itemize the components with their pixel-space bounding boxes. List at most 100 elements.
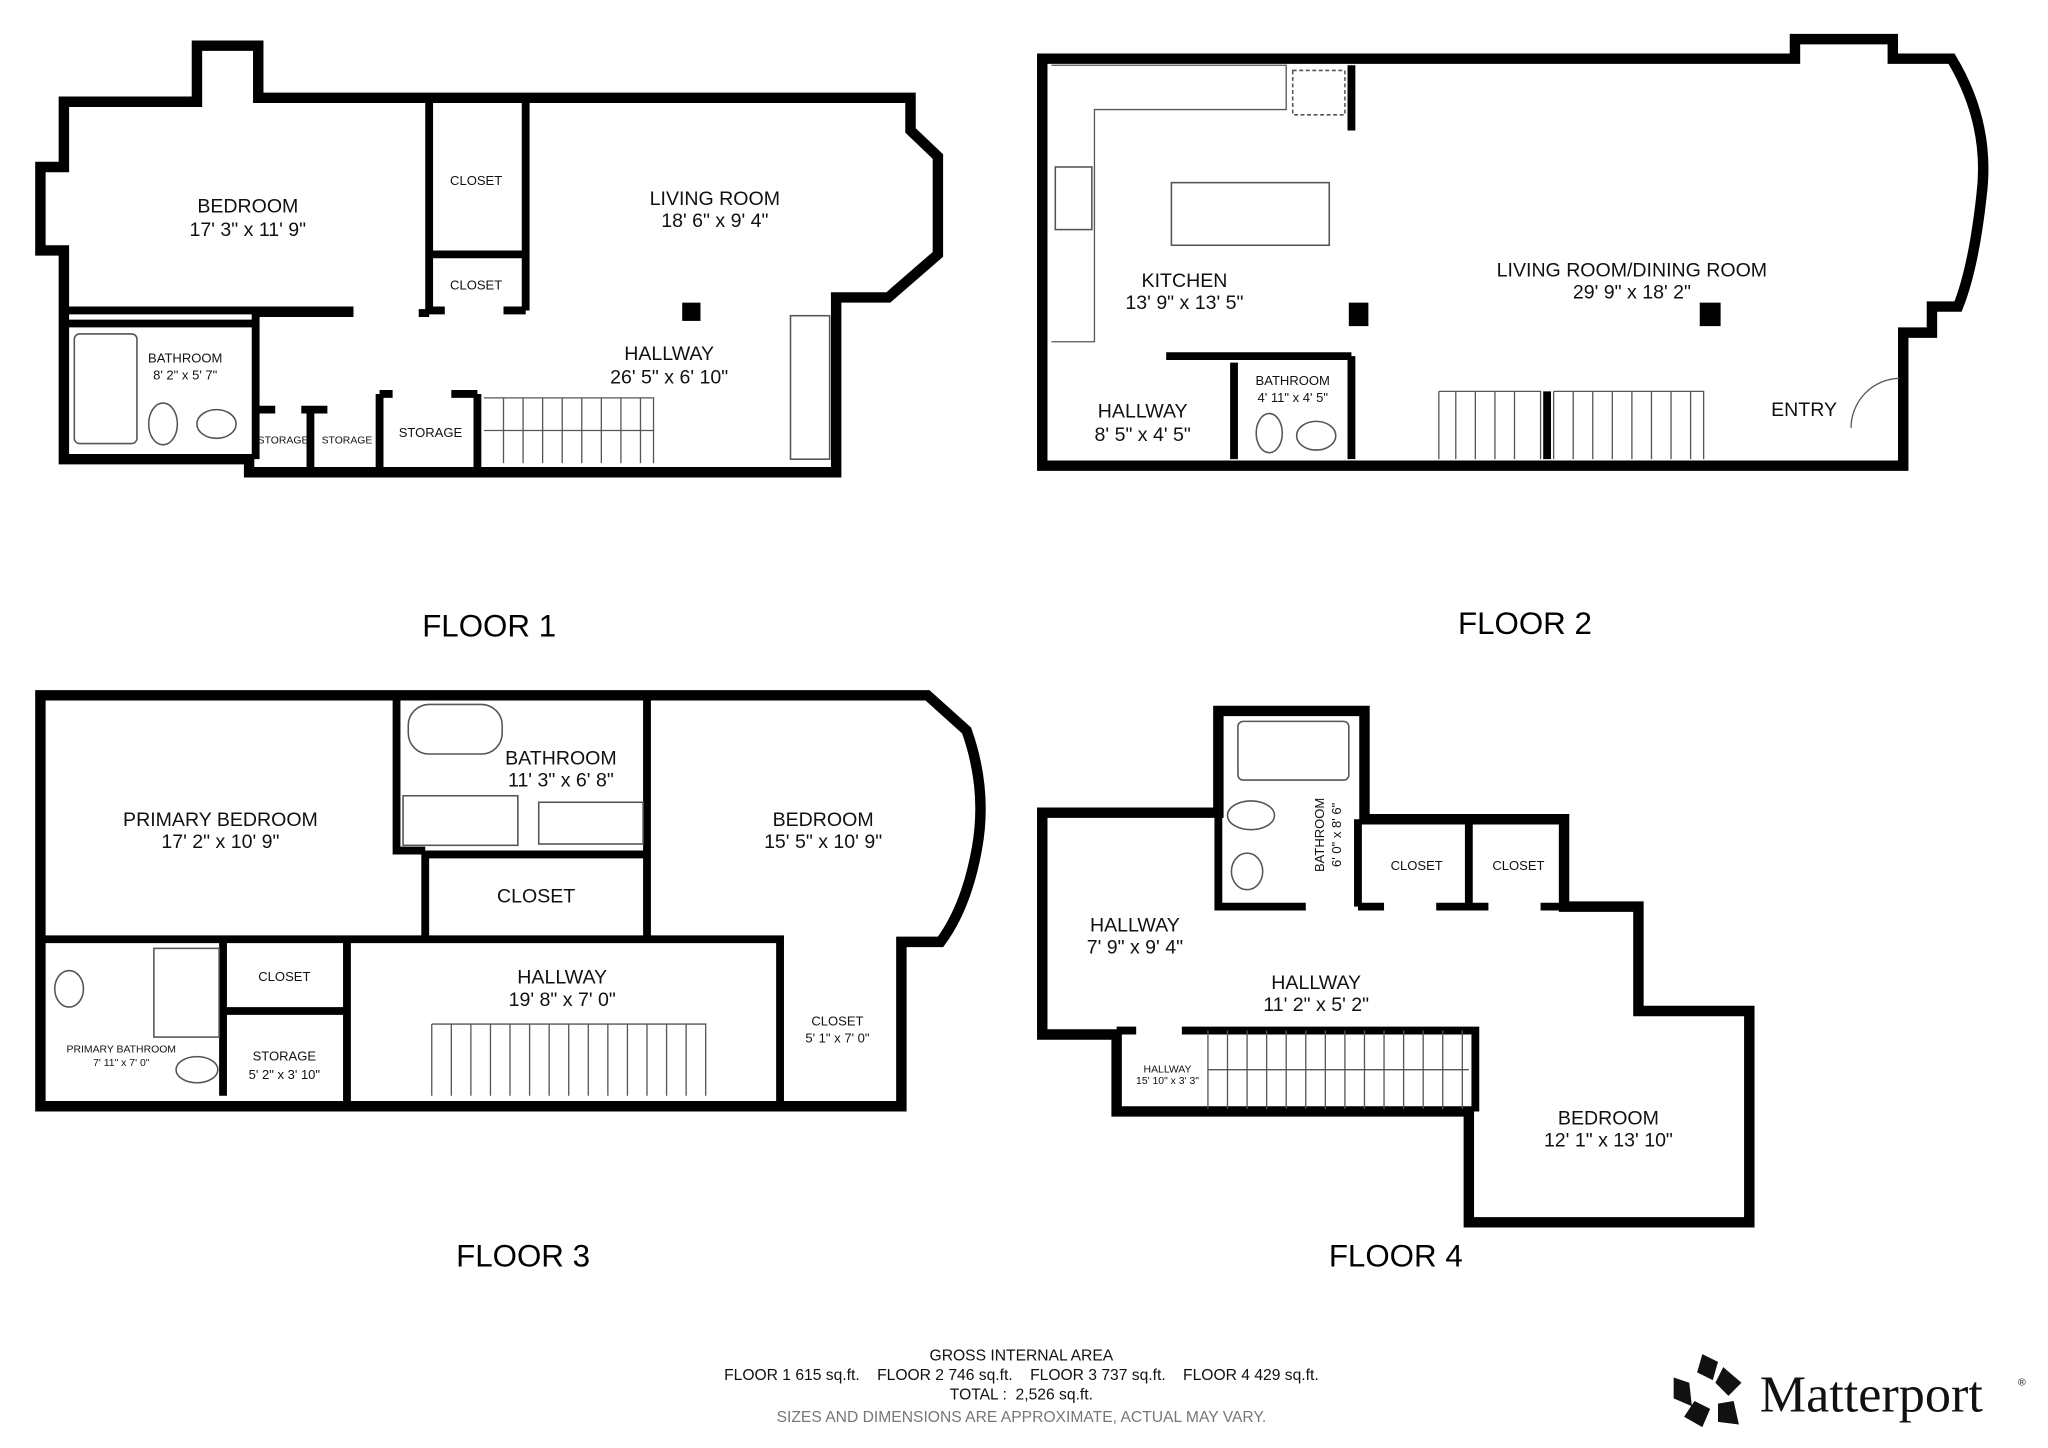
matterport-mark-icon bbox=[1673, 1354, 1742, 1428]
room-dims: 26' 5" x 6' 10" bbox=[610, 367, 728, 389]
sink bbox=[1230, 852, 1264, 891]
floor-2-outline bbox=[1037, 33, 1989, 471]
toilet bbox=[175, 1055, 219, 1084]
room-dims: 11' 3" x 6' 8" bbox=[508, 770, 614, 792]
floor-3-interior-walls bbox=[40, 695, 784, 1103]
entry-door bbox=[1850, 377, 1900, 428]
room-dims: 15' 10" x 3' 3" bbox=[1136, 1076, 1199, 1087]
room-name: STORAGE bbox=[322, 436, 373, 447]
room-dims: 7' 11" x 7' 0" bbox=[93, 1058, 150, 1069]
floor-label: FLOOR 4 bbox=[1329, 1239, 1463, 1274]
matterport-logo: Matterport ® bbox=[1673, 1354, 2026, 1428]
floor-2-interior-walls bbox=[1166, 65, 1552, 460]
toilet bbox=[1255, 412, 1284, 454]
floor-1-outline bbox=[35, 40, 944, 478]
floor-3-outline bbox=[35, 690, 986, 1112]
room-name: HALLWAY bbox=[1098, 400, 1188, 422]
room-name: CLOSET bbox=[497, 886, 575, 908]
floor-3-stairs bbox=[431, 1023, 707, 1096]
room-name: BEDROOM bbox=[197, 196, 298, 218]
room-name: CLOSET bbox=[258, 969, 310, 984]
floor-4-outline bbox=[1037, 705, 1755, 1228]
room-dims: 8' 5" x 4' 5" bbox=[1095, 424, 1191, 446]
area-total: TOTAL : 2,526 sq.ft. bbox=[950, 1387, 1093, 1404]
room-name: BEDROOM bbox=[773, 809, 874, 831]
room-name: PRIMARY BEDROOM bbox=[123, 809, 318, 831]
floor-4-stairs bbox=[1207, 1030, 1469, 1109]
room-dims: 13' 9" x 13' 5" bbox=[1125, 292, 1243, 314]
room-dims: 18' 6" x 9' 4" bbox=[661, 210, 768, 232]
room-name: CLOSET bbox=[1391, 858, 1443, 873]
stove bbox=[1054, 166, 1093, 231]
floor-label: FLOOR 3 bbox=[456, 1239, 590, 1274]
room-name: HALLWAY bbox=[517, 967, 607, 989]
column bbox=[1699, 302, 1721, 327]
floor-2-stairs bbox=[1438, 390, 1705, 460]
floor-1-stairs bbox=[483, 397, 655, 464]
room-name: CLOSET bbox=[1492, 858, 1544, 873]
room-name: HALLWAY bbox=[624, 343, 714, 365]
sink-vanity bbox=[789, 314, 831, 460]
floor-4-interior-walls bbox=[1116, 812, 1565, 1112]
toilet bbox=[1226, 800, 1276, 831]
sink bbox=[1295, 420, 1337, 451]
room-name: LIVING ROOM bbox=[650, 188, 780, 210]
room-dims: 17' 2" x 10' 9" bbox=[161, 831, 279, 853]
room-dims: 6' 0" x 8' 6" bbox=[1329, 802, 1344, 867]
room-dims: 17' 3" x 11' 9" bbox=[190, 219, 307, 241]
area-per-floor: FLOOR 1 615 sq.ft. FLOOR 2 746 sq.ft. FL… bbox=[724, 1367, 1319, 1384]
bathtub bbox=[407, 703, 503, 755]
toilet bbox=[147, 402, 179, 446]
bathtub bbox=[1237, 720, 1350, 781]
room-name: HALLWAY bbox=[1271, 972, 1361, 994]
brand-registered-mark: ® bbox=[2018, 1377, 2026, 1388]
room-name: BATHROOM bbox=[148, 351, 222, 366]
brand-name: Matterport bbox=[1760, 1366, 1984, 1423]
sink bbox=[53, 969, 85, 1008]
room-name: BEDROOM bbox=[1558, 1107, 1659, 1129]
bathtub bbox=[73, 333, 138, 445]
room-name: BATHROOM bbox=[1312, 798, 1327, 872]
room-name: CLOSET bbox=[450, 278, 502, 293]
column bbox=[682, 302, 701, 321]
kitchen-counter bbox=[1051, 64, 1287, 343]
room-name: CLOSET bbox=[450, 173, 502, 188]
room-dims: 15' 5" x 10' 9" bbox=[764, 831, 882, 853]
appliance bbox=[1291, 69, 1346, 116]
double-sink-vanity bbox=[537, 801, 644, 845]
room-name: HALLWAY bbox=[1090, 914, 1180, 936]
area-heading: GROSS INTERNAL AREA bbox=[930, 1348, 1114, 1365]
room-name: BATHROOM bbox=[505, 747, 617, 769]
area-summary: GROSS INTERNAL AREA FLOOR 1 615 sq.ft. F… bbox=[724, 1348, 1319, 1426]
room-dims: 11' 2" x 5' 2" bbox=[1263, 994, 1369, 1016]
floor-2: KITCHEN 13' 9" x 13' 5" LIVING ROOM/DINI… bbox=[1037, 33, 1989, 641]
room-name: STORAGE bbox=[253, 1049, 317, 1064]
column bbox=[1348, 302, 1369, 327]
room-name: CLOSET bbox=[811, 1013, 863, 1028]
floor-label: FLOOR 2 bbox=[1458, 606, 1592, 641]
room-name: KITCHEN bbox=[1142, 270, 1228, 292]
room-name: STORAGE bbox=[399, 425, 463, 440]
floor-3: PRIMARY BEDROOM 17' 2" x 10' 9" BATHROOM… bbox=[35, 690, 986, 1274]
floor-4: BATHROOM 6' 0" x 8' 6" CLOSET CLOSET HAL… bbox=[1037, 705, 1755, 1274]
room-name: HALLWAY bbox=[1144, 1064, 1192, 1075]
disclaimer: SIZES AND DIMENSIONS ARE APPROXIMATE, AC… bbox=[777, 1409, 1267, 1426]
bathtub bbox=[402, 794, 519, 847]
room-dims: 19' 8" x 7' 0" bbox=[509, 989, 616, 1011]
room-dims: 12' 1" x 13' 10" bbox=[1544, 1130, 1673, 1152]
room-dims: 8' 2" x 5' 7" bbox=[153, 368, 218, 383]
floor-1-interior-walls bbox=[63, 101, 530, 473]
room-dims: 5' 2" x 3' 10" bbox=[249, 1067, 321, 1082]
kitchen-island bbox=[1170, 181, 1331, 247]
sink bbox=[196, 408, 237, 440]
shower bbox=[153, 947, 220, 1038]
room-name: ENTRY bbox=[1771, 399, 1837, 421]
room-name: LIVING ROOM/DINING ROOM bbox=[1497, 260, 1767, 282]
room-name: STORAGE bbox=[258, 436, 309, 447]
room-name: BATHROOM bbox=[1256, 373, 1330, 388]
room-name: PRIMARY BATHROOM bbox=[67, 1045, 176, 1056]
room-dims: 5' 1" x 7' 0" bbox=[805, 1030, 870, 1045]
room-dims: 7' 9" x 9' 4" bbox=[1087, 937, 1183, 959]
room-dims: 4' 11" x 4' 5" bbox=[1257, 390, 1328, 405]
